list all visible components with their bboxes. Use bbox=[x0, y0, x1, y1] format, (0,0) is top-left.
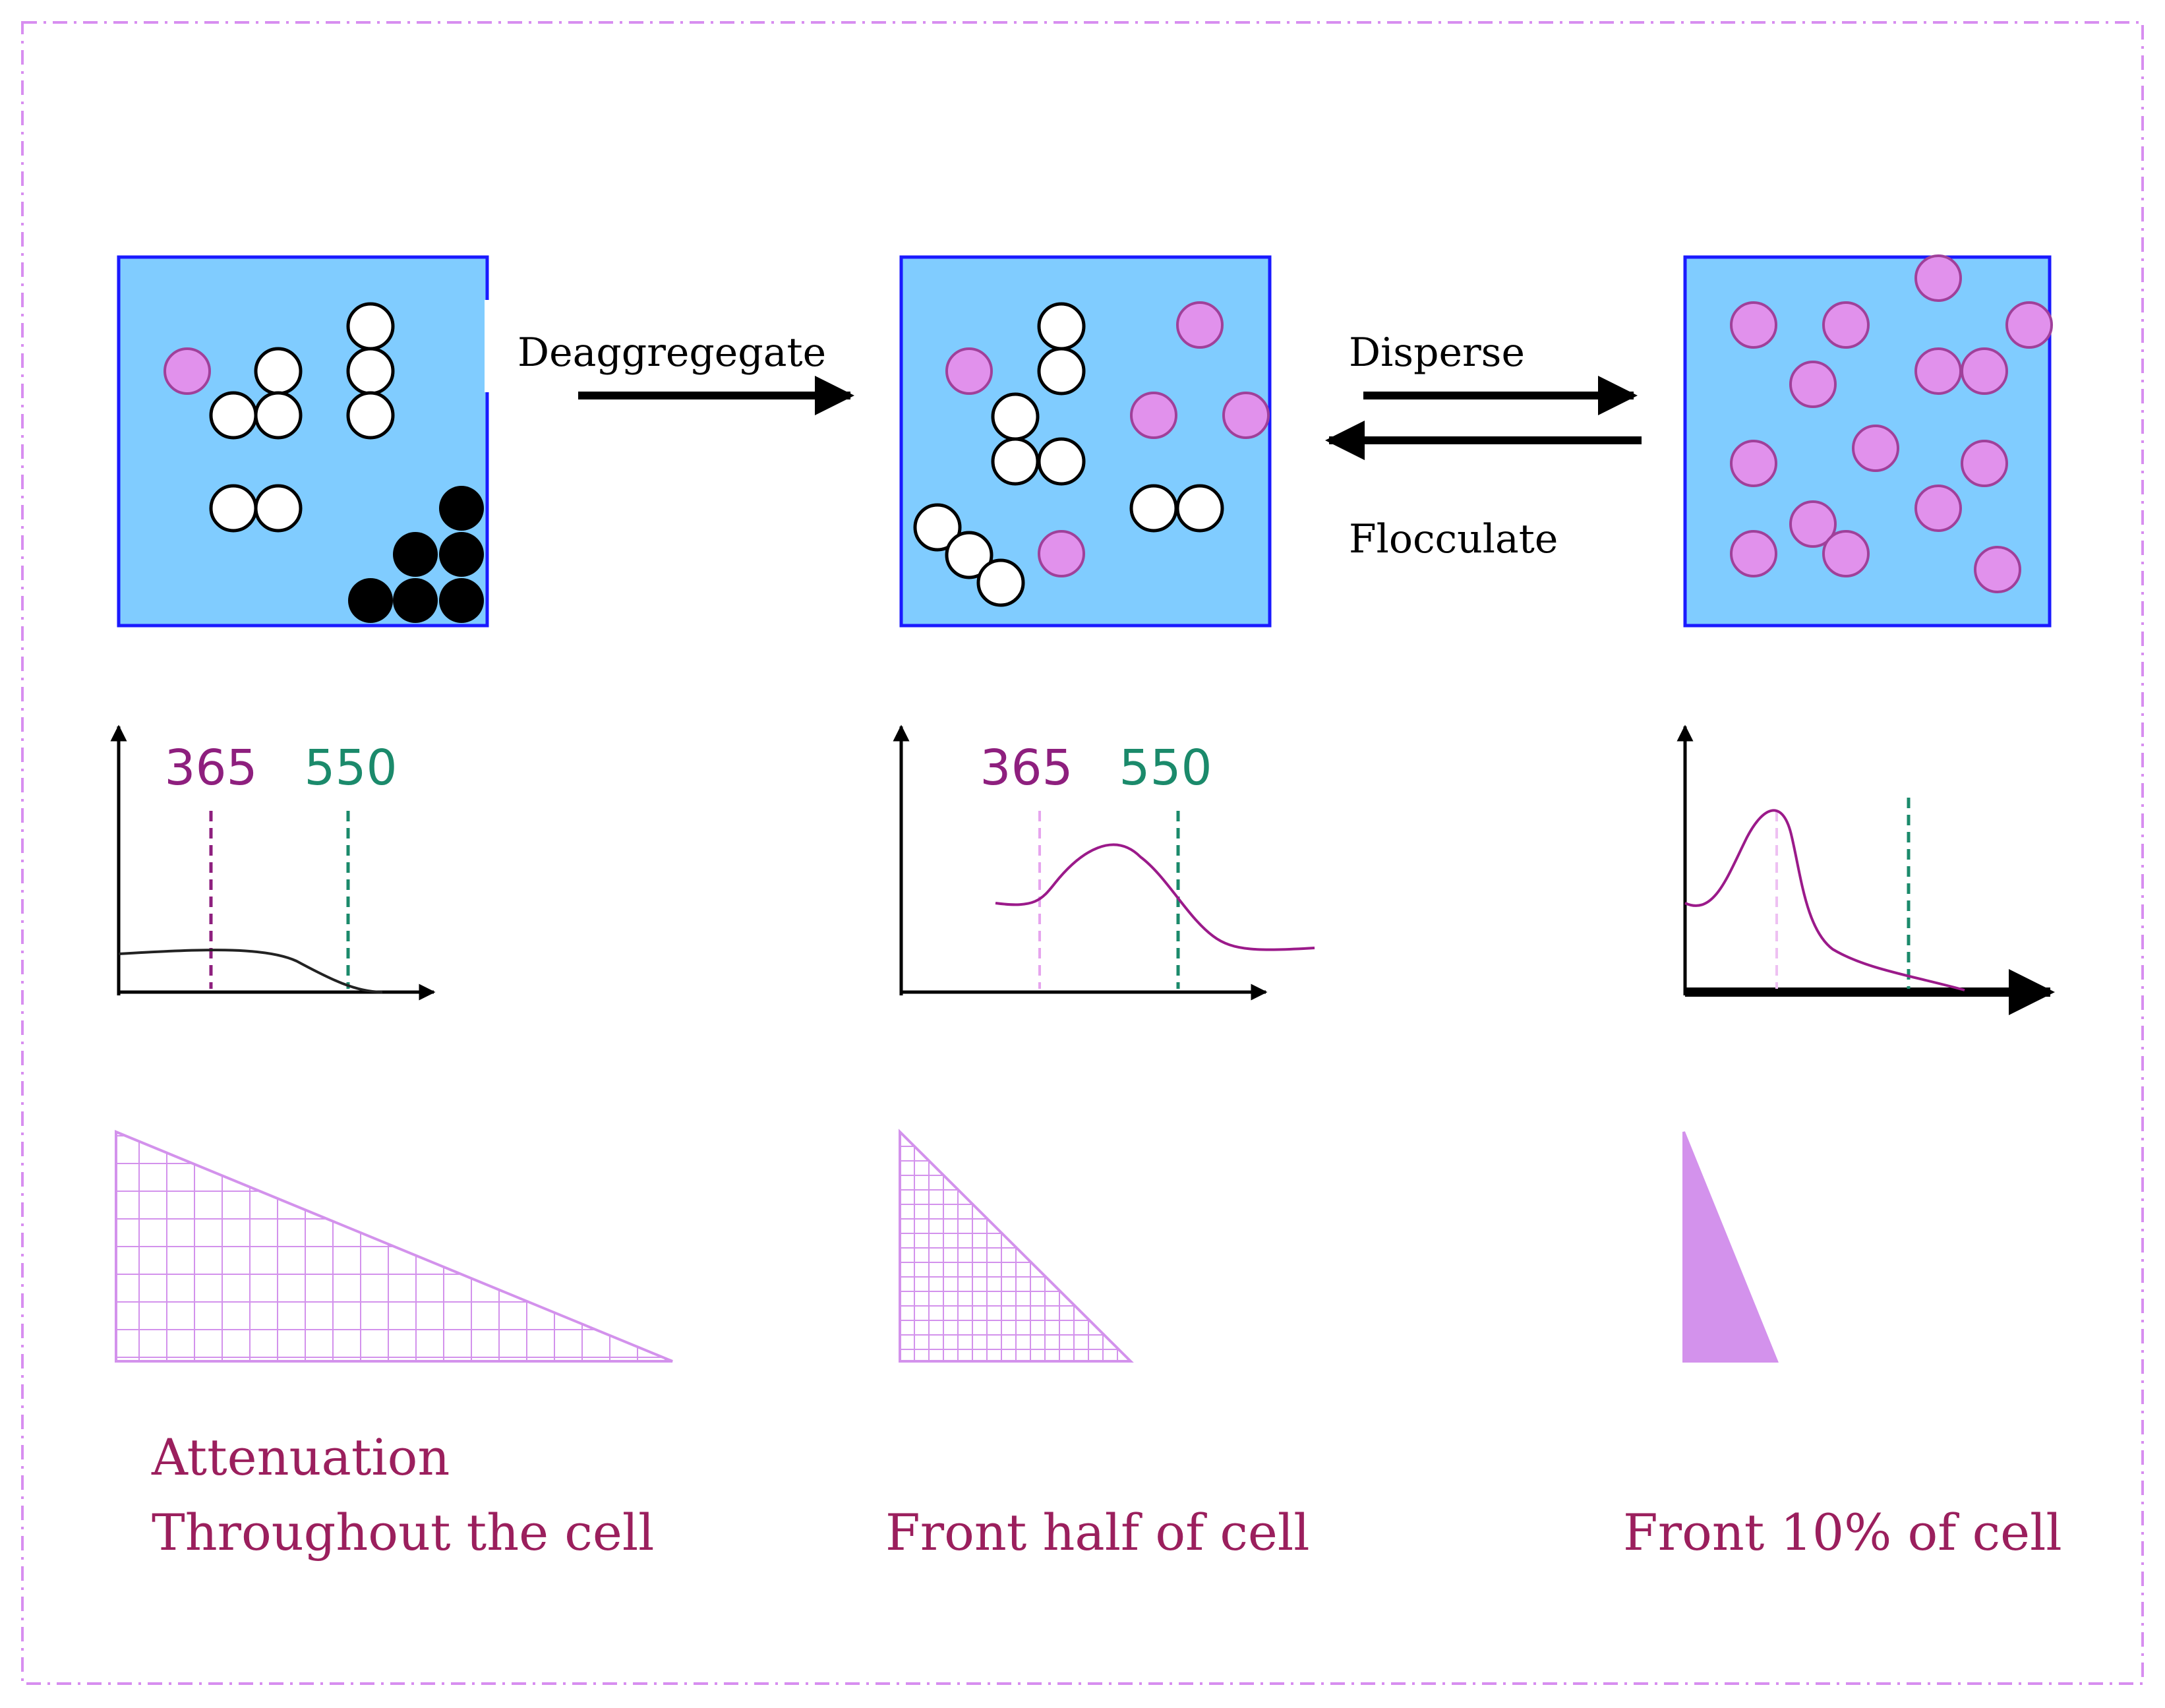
uv-wavelength-label: 365 bbox=[980, 740, 1073, 796]
deaggregate-arrow: Deaggregegate bbox=[518, 330, 854, 415]
caption-throughout-cell: Throughout the cell bbox=[152, 1503, 654, 1562]
attenuation-profile-full bbox=[115, 1130, 673, 1363]
absorbance-curve bbox=[118, 949, 383, 993]
attenuation-profile-front bbox=[1682, 1131, 1779, 1363]
uv-wavelength-label: 365 bbox=[164, 740, 257, 796]
absorbance-chart-partial: 365 550 bbox=[893, 724, 1315, 1001]
absorbance-curve bbox=[995, 843, 1315, 951]
sediment-particles bbox=[348, 486, 484, 623]
visible-wavelength-label: 550 bbox=[304, 740, 397, 796]
dispersed-particles bbox=[945, 301, 1270, 577]
caption-front-half: Front half of cell bbox=[885, 1503, 1310, 1562]
cell-partial bbox=[899, 255, 1272, 628]
absorbance-chart-dispersed bbox=[1676, 724, 2055, 1015]
absorbance-curve bbox=[1684, 809, 1965, 991]
visible-wavelength-label: 550 bbox=[1119, 740, 1212, 796]
dispersed-particles bbox=[163, 347, 211, 395]
attenuation-profile-half bbox=[899, 1129, 1134, 1363]
disperse-arrow: Disperse bbox=[1349, 330, 1638, 415]
caption-attenuation: Attenuation bbox=[151, 1428, 450, 1487]
caption-front-10-percent: Front 10% of cell bbox=[1623, 1503, 2062, 1562]
flocculate-arrow: Flocculate bbox=[1325, 421, 1642, 562]
cell-aggregated bbox=[117, 255, 492, 628]
cell-dispersed bbox=[1683, 254, 2053, 628]
agglomerated-particles bbox=[913, 302, 1224, 607]
flocculate-label: Flocculate bbox=[1349, 516, 1558, 562]
diagram-frame bbox=[21, 21, 2144, 1685]
disperse-label: Disperse bbox=[1349, 330, 1525, 376]
deaggregate-label: Deaggregegate bbox=[518, 330, 826, 376]
dispersed-particles bbox=[1730, 254, 2053, 593]
agglomerated-particles bbox=[209, 302, 395, 533]
absorbance-chart-aggregated: 365 550 bbox=[110, 724, 436, 1001]
